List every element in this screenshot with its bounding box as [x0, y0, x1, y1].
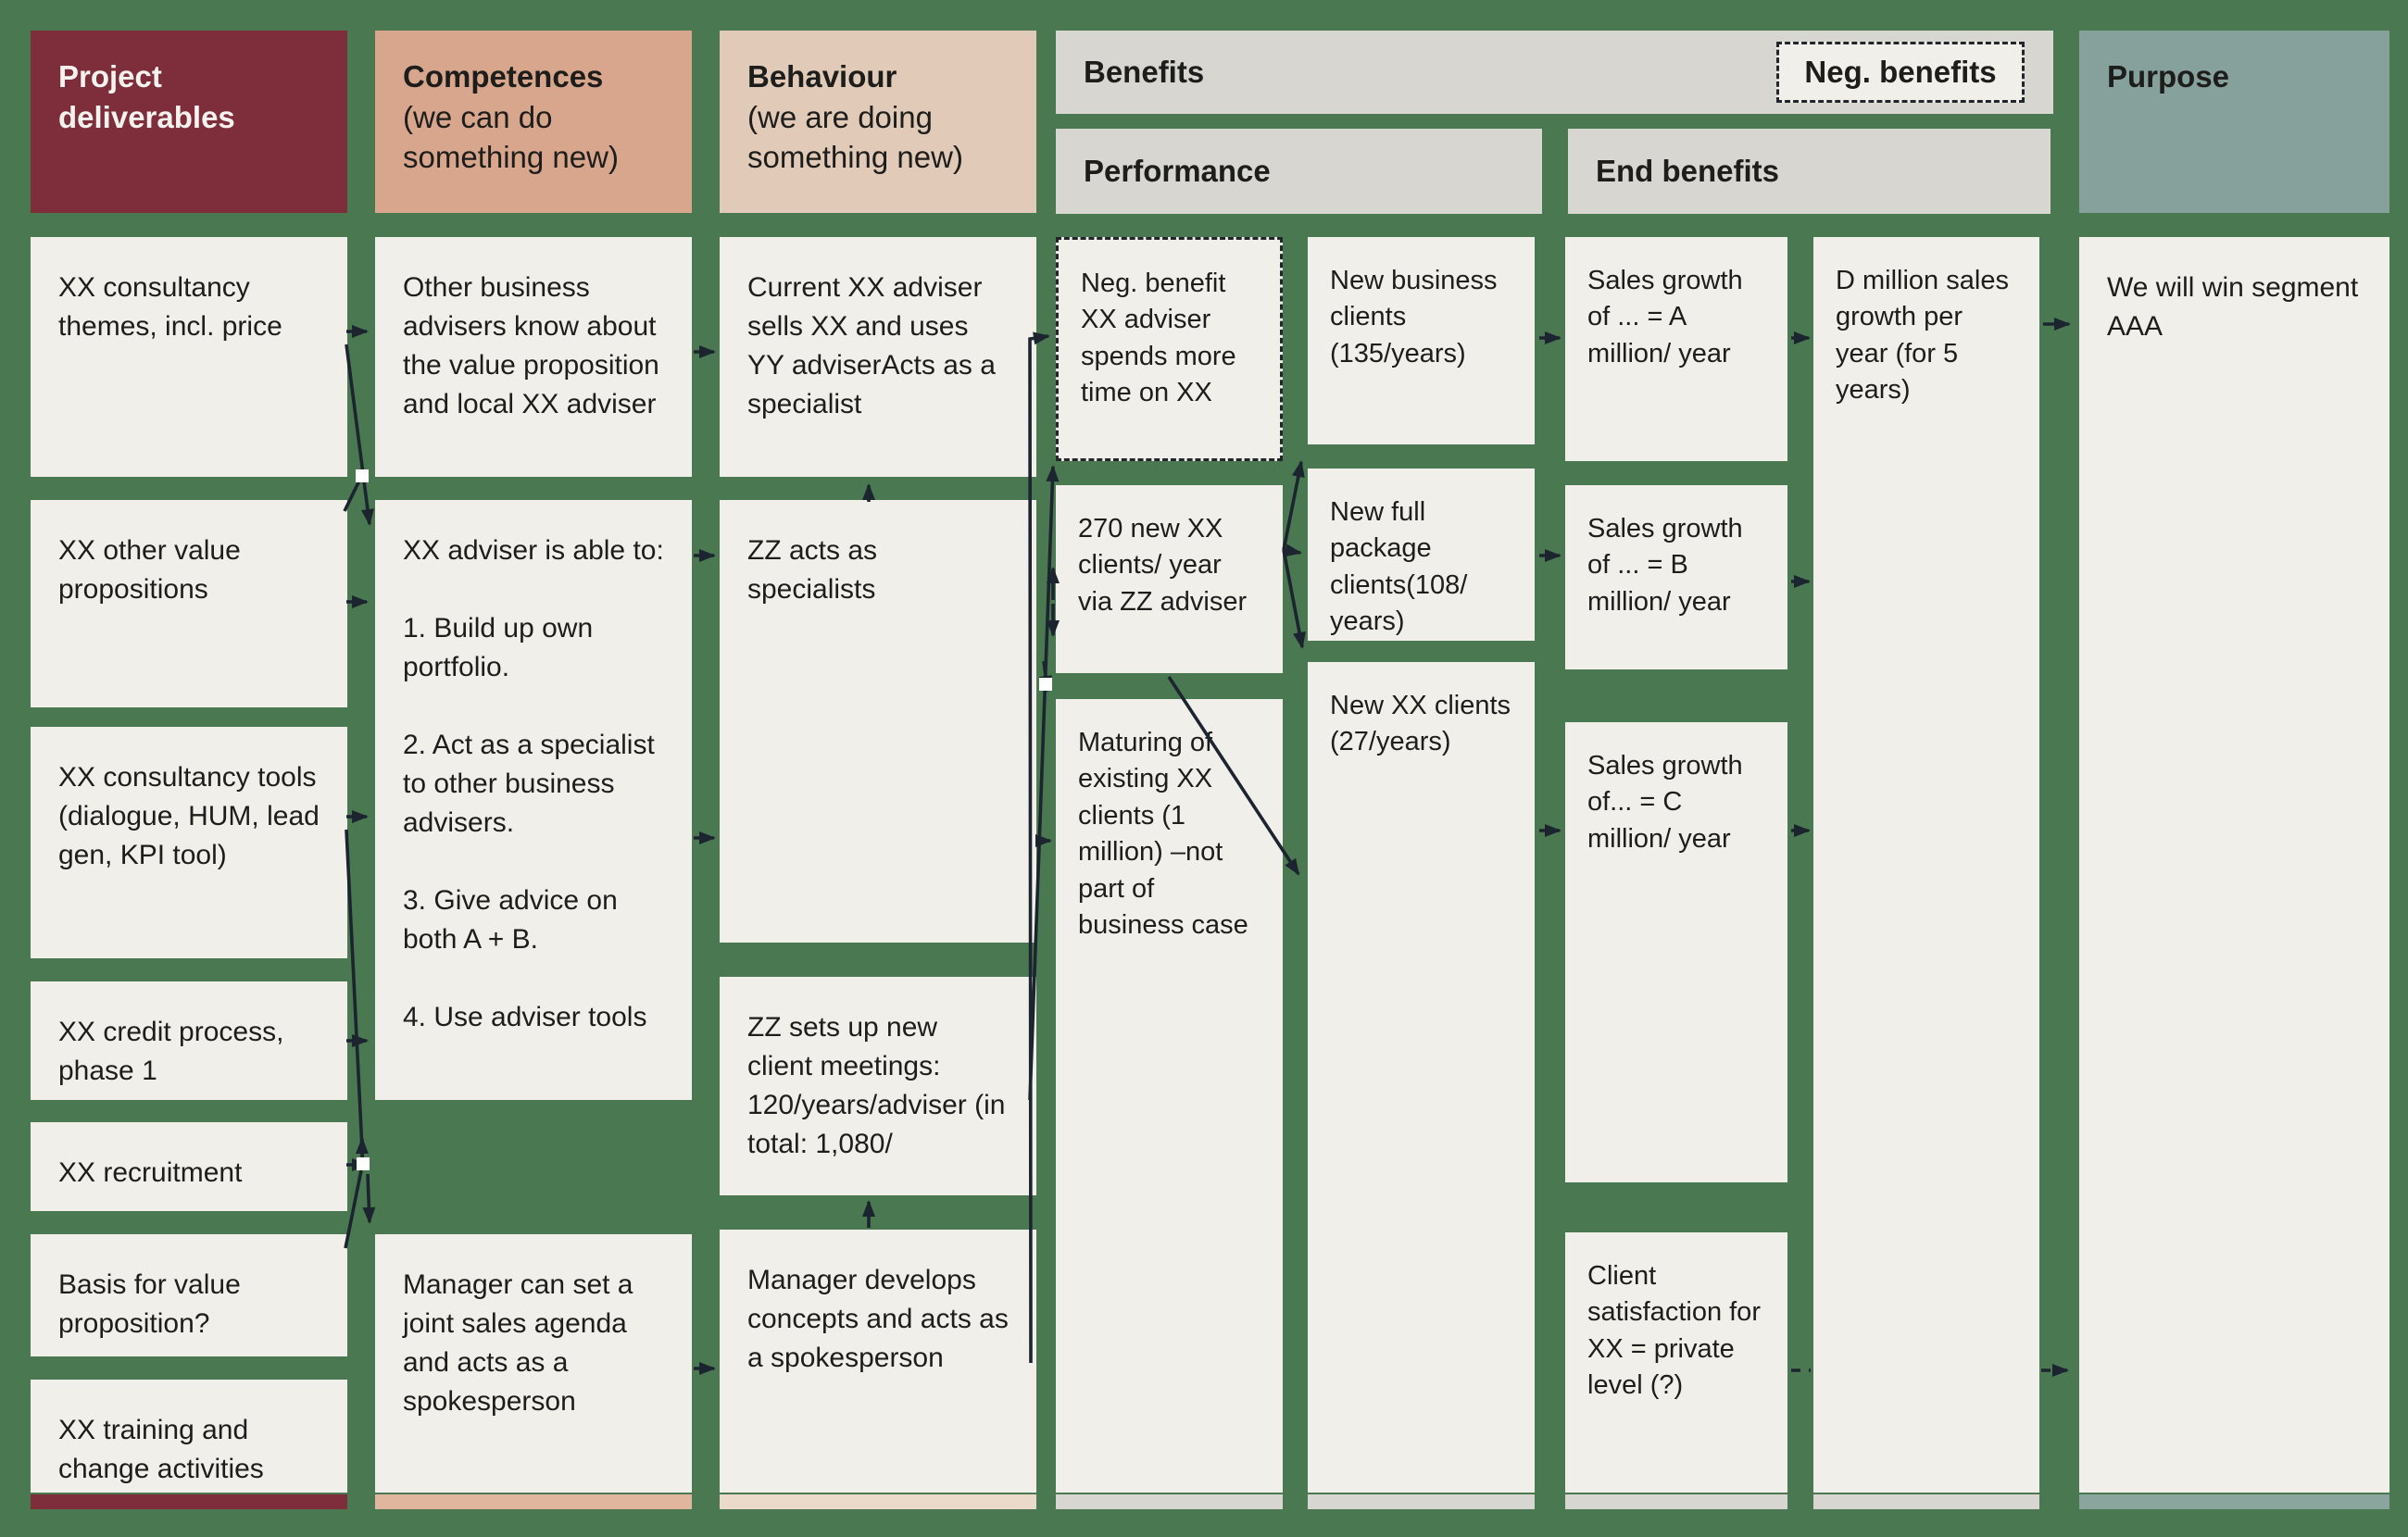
footer-strip-clients [1308, 1494, 1535, 1509]
deliverable-box-other-value-propositions: XX other value propositions [31, 500, 347, 707]
footer-strip-endbenefits [1565, 1494, 1787, 1509]
header-behaviour: Behaviour (we are doing something new) [720, 31, 1036, 213]
endbenefit-box-growth-b: Sales growth of ... = B million/ year [1565, 485, 1787, 669]
competence-box-adviser-able-to: XX adviser is able to: 1. Build up own p… [375, 500, 692, 1100]
deliverable-box-training-change: XX training and change activities [31, 1380, 347, 1493]
header-behaviour-label: Behaviour [747, 59, 897, 94]
header-competences-sublabel: (we can do something new) [403, 99, 619, 175]
footer-strip-deliverables [31, 1494, 347, 1509]
behaviour-box-current-adviser: Current XX adviser sells XX and uses YY … [720, 237, 1036, 477]
header-project-deliverables-label: Project deliverables [58, 59, 235, 134]
deliverable-box-consultancy-themes: XX consultancy themes, incl. price [31, 237, 347, 477]
header-end-benefits-label: End benefits [1596, 154, 1780, 189]
behaviour-box-zz-client-meetings: ZZ sets up new client meetings: 120/year… [720, 977, 1036, 1195]
footer-strip-performance [1056, 1494, 1283, 1509]
clients-box-new-business: New business clients (135/years) [1308, 237, 1535, 444]
footer-strip-purpose [2079, 1494, 2389, 1509]
header-competences: Competences (we can do something new) [375, 31, 692, 213]
endbenefit-box-growth-c: Sales growth of... = C million/ year [1565, 722, 1787, 1182]
header-benefits-label: Benefits [1084, 55, 1205, 90]
performance-box-neg-benefit: Neg. benefit XX adviser spends more time… [1056, 237, 1283, 461]
footer-strip-competences [375, 1494, 692, 1509]
performance-box-270-new-clients: 270 new XX clients/ year via ZZ adviser [1056, 485, 1283, 673]
clients-box-new-full-package: New full package clients(108/ years) [1308, 469, 1535, 641]
endbenefit-box-growth-a: Sales growth of ... = A million/ year [1565, 237, 1787, 461]
competence-box-advisers-know: Other business advisers know about the v… [375, 237, 692, 477]
footer-strip-behaviour [720, 1494, 1036, 1509]
header-purpose: Purpose [2079, 31, 2389, 213]
header-neg-benefits-label: Neg. benefits [1804, 55, 1997, 90]
header-project-deliverables: Project deliverables [31, 31, 347, 213]
purpose-box-win-segment: We will win segment AAA [2079, 237, 2389, 1493]
header-behaviour-sublabel: (we are doing something new) [747, 99, 963, 175]
header-performance-label: Performance [1084, 154, 1271, 189]
competence-box-manager-sales-agenda: Manager can set a joint sales agenda and… [375, 1234, 692, 1493]
header-performance: Performance [1056, 129, 1542, 214]
growth-box-d-million: D million sales growth per year (for 5 y… [1813, 237, 2039, 1493]
endbenefit-box-client-satisfaction: Client satisfaction for XX = private lev… [1565, 1232, 1787, 1493]
header-neg-benefits: Neg. benefits [1776, 42, 2025, 103]
footer-strip-growth [1813, 1494, 2039, 1509]
deliverable-box-credit-process: XX credit process, phase 1 [31, 981, 347, 1100]
clients-box-new-xx: New XX clients (27/years) [1308, 662, 1535, 1493]
header-competences-label: Competences [403, 59, 604, 94]
deliverable-box-basis-value-proposition: Basis for value proposition? [31, 1234, 347, 1356]
header-end-benefits: End benefits [1568, 129, 2051, 214]
header-purpose-label: Purpose [2107, 59, 2230, 94]
behaviour-box-manager-spokesperson: Manager develops concepts and acts as a … [720, 1230, 1036, 1493]
deliverable-box-recruitment: XX recruitment [31, 1122, 347, 1211]
deliverable-box-consultancy-tools: XX consultancy tools (dialogue, HUM, lea… [31, 727, 347, 958]
behaviour-box-zz-specialists: ZZ acts as specialists [720, 500, 1036, 943]
performance-box-maturing-clients: Maturing of existing XX clients (1 milli… [1056, 699, 1283, 1493]
